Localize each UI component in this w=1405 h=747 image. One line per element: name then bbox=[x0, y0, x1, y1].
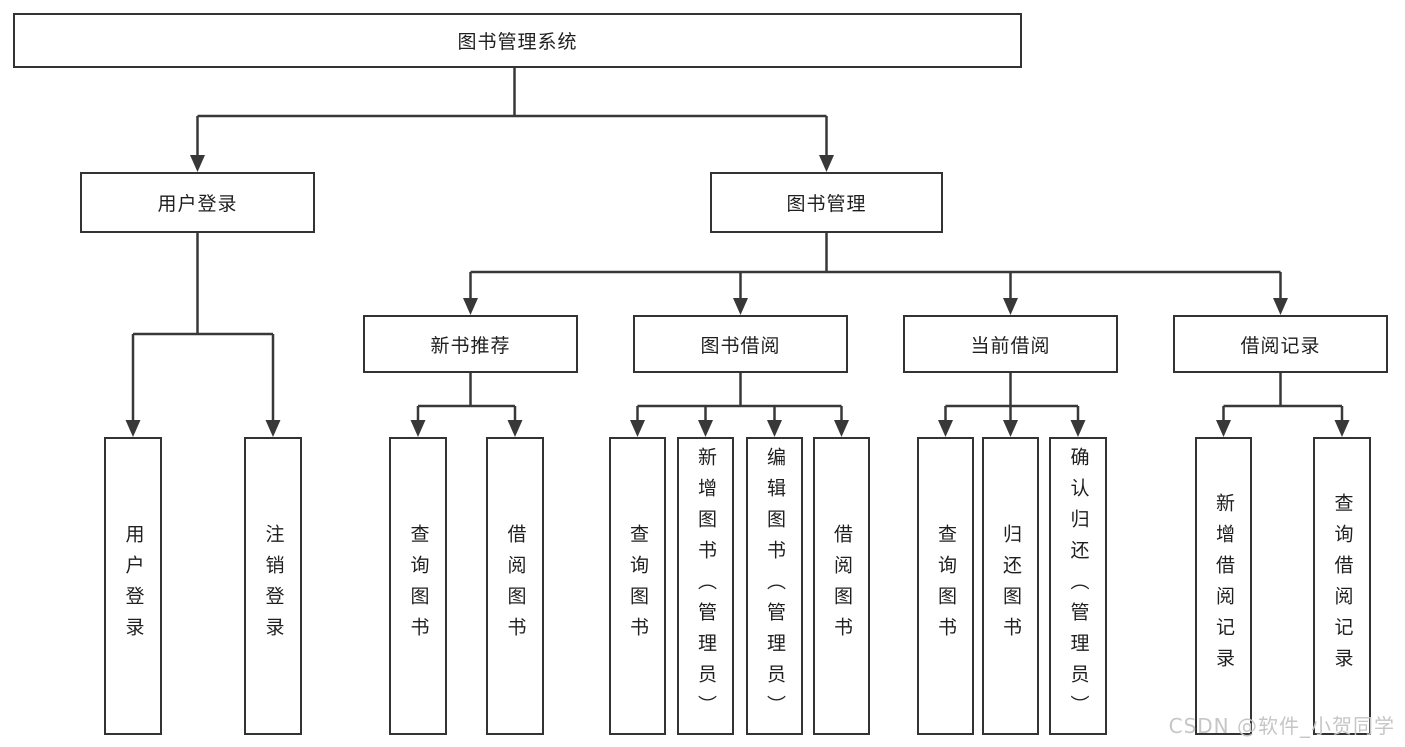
node-borrow-record: 借阅记录 bbox=[1173, 315, 1388, 373]
csdn-watermark: CSDN @软件_小贺同学 bbox=[1168, 714, 1395, 738]
node-current-borrow-label: 当前借阅 bbox=[970, 334, 1051, 357]
leaf-add-borrow-record: 新增借阅记录 bbox=[1195, 437, 1252, 735]
node-new-book-recommend: 新书推荐 bbox=[363, 315, 578, 373]
leaf-return-book: 归还图书 bbox=[982, 437, 1039, 735]
leaf-logout: 注销登录 bbox=[244, 437, 302, 735]
connector-borrow-to-leaves bbox=[636, 373, 843, 423]
leaf-query-book-3: 查询图书 bbox=[917, 437, 974, 735]
leaf-add-book-admin: 新增图书（管理员） bbox=[677, 437, 734, 735]
leaf-query-book-1: 查询图书 bbox=[389, 437, 447, 735]
connector-mgmt-to-level3 bbox=[469, 233, 1282, 301]
node-borrow-record-label: 借阅记录 bbox=[1240, 334, 1321, 357]
connector-root-to-level2 bbox=[196, 68, 828, 158]
leaf-return-book-label: 归还图书 bbox=[1000, 524, 1022, 648]
leaf-borrow-book-1: 借阅图书 bbox=[486, 437, 544, 735]
leaf-query-book-1-label: 查询图书 bbox=[407, 524, 430, 648]
leaf-edit-book-admin: 编辑图书（管理员） bbox=[746, 437, 803, 735]
connector-recommend-to-leaves bbox=[416, 373, 517, 423]
node-user-login-label: 用户登录 bbox=[157, 193, 238, 215]
node-book-borrow-label: 图书借阅 bbox=[700, 334, 781, 357]
connector-current-to-leaves bbox=[944, 373, 1080, 423]
leaf-user-login-label: 用户登录 bbox=[122, 524, 145, 648]
leaf-confirm-return-admin-label: 确认归还（管理员） bbox=[1067, 446, 1090, 726]
node-new-book-recommend-label: 新书推荐 bbox=[430, 334, 511, 357]
node-current-borrow: 当前借阅 bbox=[903, 315, 1118, 373]
arrowheads bbox=[125, 155, 1350, 437]
leaf-query-book-2-label: 查询图书 bbox=[627, 524, 649, 648]
node-root-label: 图书管理系统 bbox=[457, 31, 578, 53]
node-book-management: 图书管理 bbox=[710, 172, 943, 233]
node-root-system: 图书管理系统 bbox=[13, 13, 1022, 68]
leaf-borrow-book-2-label: 借阅图书 bbox=[831, 524, 853, 648]
leaf-edit-book-admin-label: 编辑图书（管理员） bbox=[764, 446, 786, 726]
leaf-logout-label: 注销登录 bbox=[262, 524, 285, 648]
leaf-query-borrow-record-label: 查询借阅记录 bbox=[1331, 493, 1354, 679]
leaf-query-book-2: 查询图书 bbox=[609, 437, 666, 735]
node-book-borrow: 图书借阅 bbox=[633, 315, 848, 373]
leaf-user-login: 用户登录 bbox=[104, 437, 162, 735]
node-book-management-label: 图书管理 bbox=[786, 193, 867, 215]
leaf-borrow-book-2: 借阅图书 bbox=[813, 437, 870, 735]
node-user-login: 用户登录 bbox=[80, 172, 315, 233]
leaf-borrow-book-1-label: 借阅图书 bbox=[504, 524, 527, 648]
leaf-query-borrow-record: 查询借阅记录 bbox=[1313, 437, 1371, 735]
connector-record-to-leaves bbox=[1222, 373, 1344, 423]
leaf-confirm-return-admin: 确认归还（管理员） bbox=[1049, 437, 1107, 735]
leaf-add-book-admin-label: 新增图书（管理员） bbox=[695, 446, 717, 726]
leaf-add-borrow-record-label: 新增借阅记录 bbox=[1213, 493, 1235, 679]
connector-login-to-children bbox=[131, 233, 275, 423]
leaf-query-book-3-label: 查询图书 bbox=[935, 524, 957, 648]
